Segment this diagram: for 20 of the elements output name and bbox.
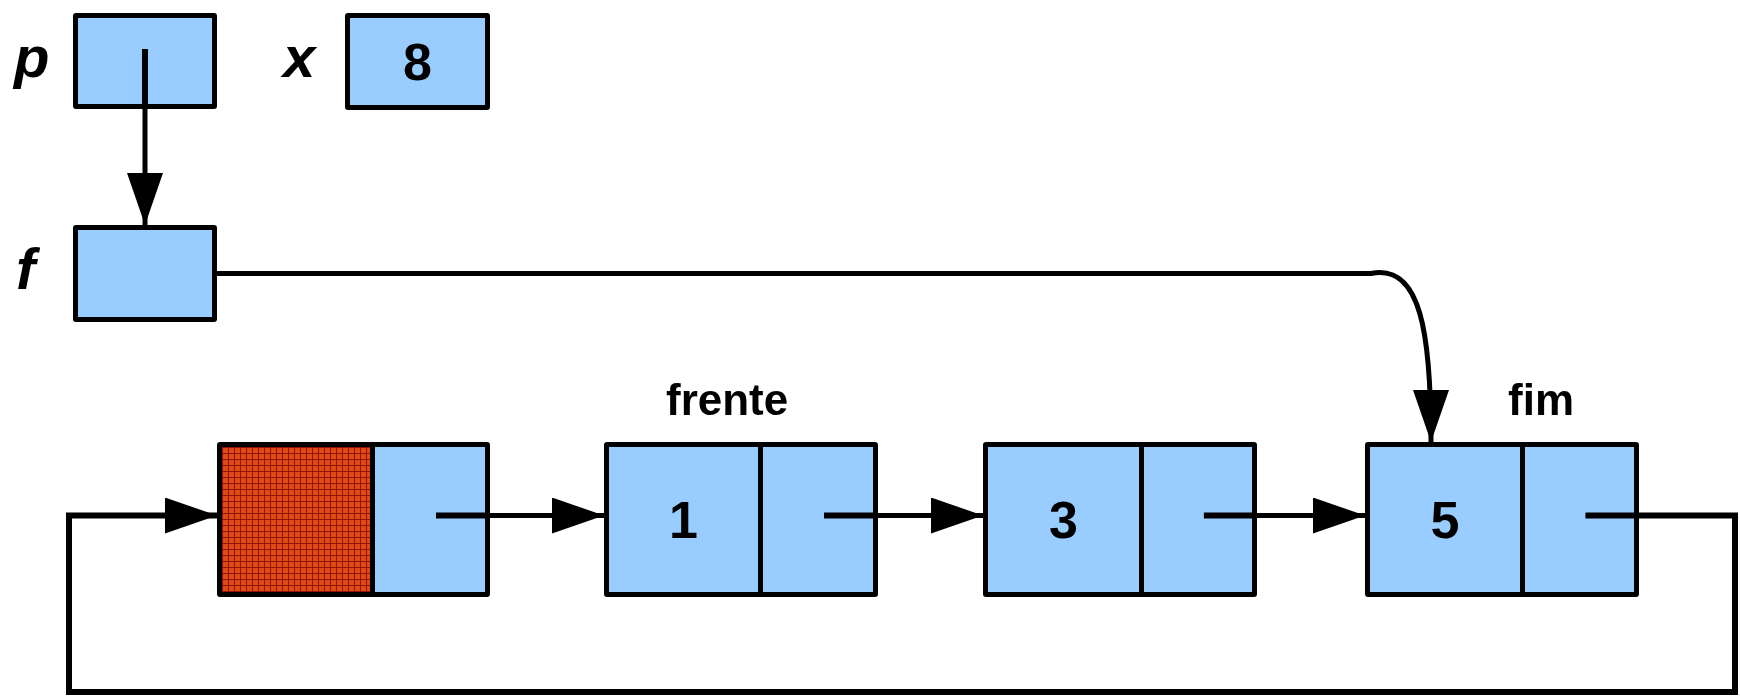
value-text: 5 bbox=[1430, 493, 1460, 546]
list-node bbox=[1365, 442, 1639, 597]
arrow bbox=[127, 109, 163, 225]
pointer-label: frente bbox=[666, 378, 789, 422]
value-text: 8 bbox=[403, 35, 432, 88]
arrow bbox=[1257, 497, 1365, 534]
header-list-node bbox=[217, 442, 490, 597]
list-node bbox=[983, 442, 1257, 597]
list-node bbox=[604, 442, 878, 597]
arrow bbox=[490, 497, 604, 534]
pointer-label: fim bbox=[1508, 378, 1574, 422]
variable-box bbox=[345, 13, 490, 110]
arrow bbox=[217, 270, 1449, 443]
value-text: 3 bbox=[1049, 493, 1078, 546]
arrow bbox=[878, 497, 983, 534]
variable-name: x bbox=[283, 28, 316, 86]
value-text: 1 bbox=[669, 493, 698, 546]
variable-box bbox=[73, 13, 217, 109]
variable-box bbox=[73, 225, 217, 322]
arrow bbox=[66, 497, 1738, 695]
